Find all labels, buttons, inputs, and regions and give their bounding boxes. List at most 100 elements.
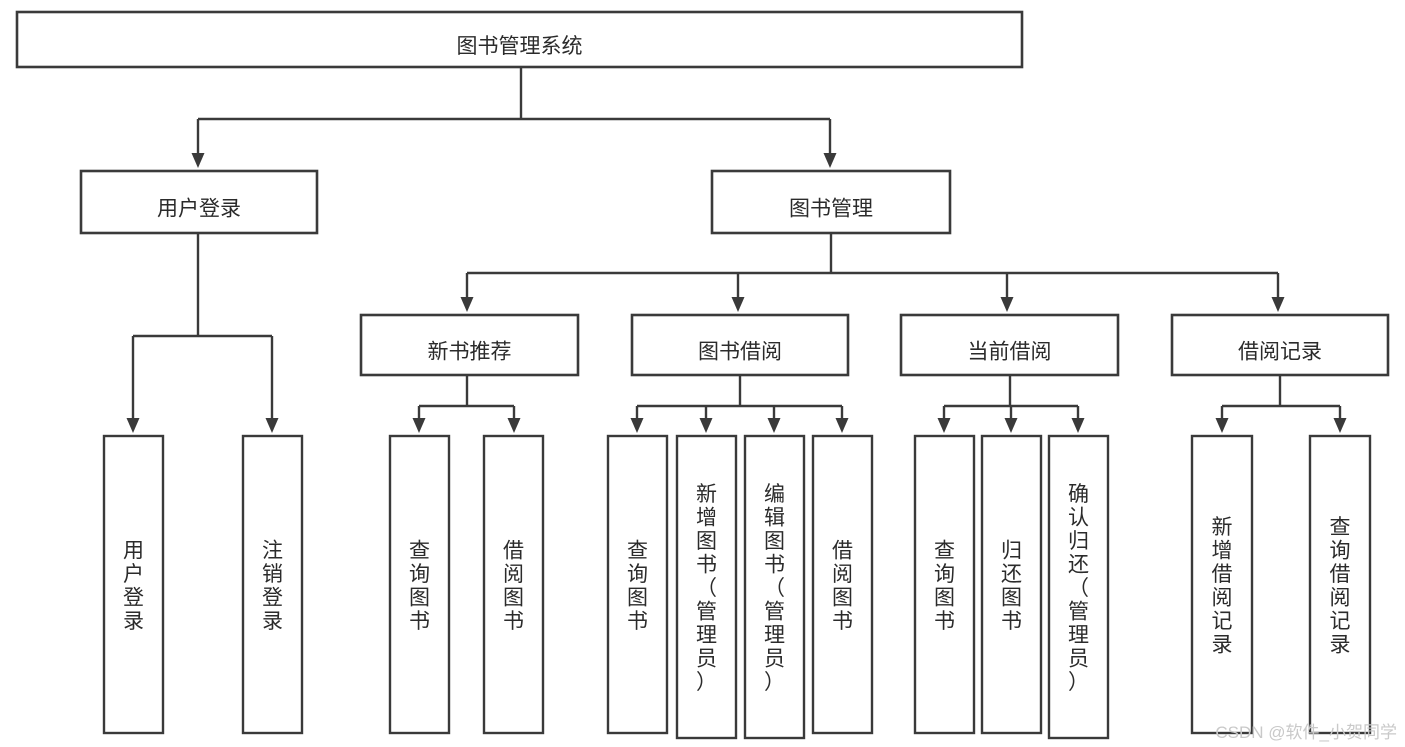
node-box[interactable] [1170,313,1390,377]
node-label: 用户登录 [157,198,241,221]
node-label: 查询图书 [934,539,955,633]
node-label: 借阅图书 [832,539,853,633]
node-label: 新增图书（管理员） [696,483,717,694]
node-leaf-query-book-1[interactable]: 查询图书 [388,434,451,735]
node-leaf-query-record[interactable]: 查询借阅记录 [1308,434,1372,735]
connector-edge-bb-leaf4 [835,406,849,433]
connector-edge-br-leaf2 [1333,406,1347,433]
connector-edge-cb-leaf3 [1071,406,1085,433]
node-label: 归还图书 [1001,539,1022,633]
node-label: 查询图书 [627,539,648,633]
node-box[interactable] [811,434,874,735]
connector-edge-bb-leaf1 [630,406,644,433]
edges-layer [126,67,1347,433]
arrowhead-icon [835,418,849,433]
node-label: 图书管理 [789,198,873,221]
node-book-borrow[interactable]: 图书借阅 [630,313,850,377]
nodes-layer: 图书管理系统用户登录图书管理新书推荐图书借阅当前借阅借阅记录用户登录注销登录查询… [15,10,1390,740]
node-current-borrow[interactable]: 当前借阅 [899,313,1120,377]
connector-edge-bm-borrow [731,273,745,312]
connector-edge-cb-leaf2 [1004,406,1018,433]
node-leaf-add-record[interactable]: 新增借阅记录 [1190,434,1254,735]
arrowhead-icon [1333,418,1347,433]
connector-edge-nbr-leaf1 [412,406,426,433]
arrowhead-icon [191,153,205,168]
connector-edge-bb-leaf3 [767,406,781,433]
node-user-login[interactable]: 用户登录 [79,169,319,235]
node-box[interactable] [241,434,304,735]
node-leaf-return-book[interactable]: 归还图书 [980,434,1043,735]
node-box[interactable] [359,313,580,377]
node-leaf-borrow-book-2[interactable]: 借阅图书 [811,434,874,735]
connector-edge-root-book-manage [823,119,837,168]
node-borrow-record[interactable]: 借阅记录 [1170,313,1390,377]
connector-edge-bm-new-book [460,273,474,312]
connector-edge-bb-leaf2 [699,406,713,433]
node-leaf-user-logout[interactable]: 注销登录 [241,434,304,735]
node-box[interactable] [388,434,451,735]
node-box[interactable] [1047,434,1110,740]
node-label: 确认归还（管理员） [1068,483,1089,694]
arrowhead-icon [460,297,474,312]
node-box[interactable] [102,434,165,735]
arrowhead-icon [412,418,426,433]
node-box[interactable] [743,434,806,740]
node-label: 图书借阅 [698,341,782,364]
connector-edge-br-leaf1 [1215,406,1229,433]
node-leaf-edit-book[interactable]: 编辑图书（管理员） [743,434,806,740]
arrowhead-icon [1215,418,1229,433]
node-label: 编辑图书（管理员） [764,483,785,694]
arrowhead-icon [767,418,781,433]
connector-edge-root-user-login [191,119,205,168]
node-root[interactable]: 图书管理系统 [15,10,1024,69]
node-label: 注销登录 [262,539,283,633]
node-leaf-query-book-2[interactable]: 查询图书 [606,434,669,735]
node-box[interactable] [482,434,545,735]
arrowhead-icon [1000,297,1014,312]
node-box[interactable] [710,169,952,235]
node-book-manage[interactable]: 图书管理 [710,169,952,235]
arrowhead-icon [265,418,279,433]
arrowhead-icon [1271,297,1285,312]
node-label: 用户登录 [123,539,144,633]
connector-edge-cb-leaf1 [937,406,951,433]
node-label: 查询图书 [409,539,430,633]
arrowhead-icon [126,418,140,433]
arrowhead-icon [507,418,521,433]
node-leaf-add-book[interactable]: 新增图书（管理员） [675,434,738,740]
node-box[interactable] [980,434,1043,735]
node-box[interactable] [1190,434,1254,735]
node-label: 新书推荐 [428,341,512,364]
node-label: 图书管理系统 [457,35,583,58]
node-box[interactable] [913,434,976,735]
watermark-text: CSDN @软件_小贺同学 [1215,723,1397,742]
node-label: 当前借阅 [968,341,1052,364]
arrowhead-icon [630,418,644,433]
node-box[interactable] [15,10,1024,69]
node-box[interactable] [606,434,669,735]
node-box[interactable] [630,313,850,377]
node-leaf-borrow-book-1[interactable]: 借阅图书 [482,434,545,735]
arrowhead-icon [731,297,745,312]
node-label: 新增借阅记录 [1212,515,1233,656]
node-leaf-user-login[interactable]: 用户登录 [102,434,165,735]
node-label: 借阅记录 [1238,341,1322,364]
arrowhead-icon [823,153,837,168]
connector-edge-user-login-leaf2 [265,336,279,433]
arrowhead-icon [699,418,713,433]
arrowhead-icon [937,418,951,433]
node-leaf-query-book-3[interactable]: 查询图书 [913,434,976,735]
node-box[interactable] [1308,434,1372,735]
arrowhead-icon [1071,418,1085,433]
arrowhead-icon [1004,418,1018,433]
node-box[interactable] [899,313,1120,377]
node-box[interactable] [79,169,319,235]
node-leaf-confirm-return[interactable]: 确认归还（管理员） [1047,434,1110,740]
node-label: 查询借阅记录 [1330,515,1351,656]
node-label: 借阅图书 [503,539,524,633]
node-box[interactable] [675,434,738,740]
connector-edge-bm-record [1271,273,1285,312]
node-new-book-rec[interactable]: 新书推荐 [359,313,580,377]
